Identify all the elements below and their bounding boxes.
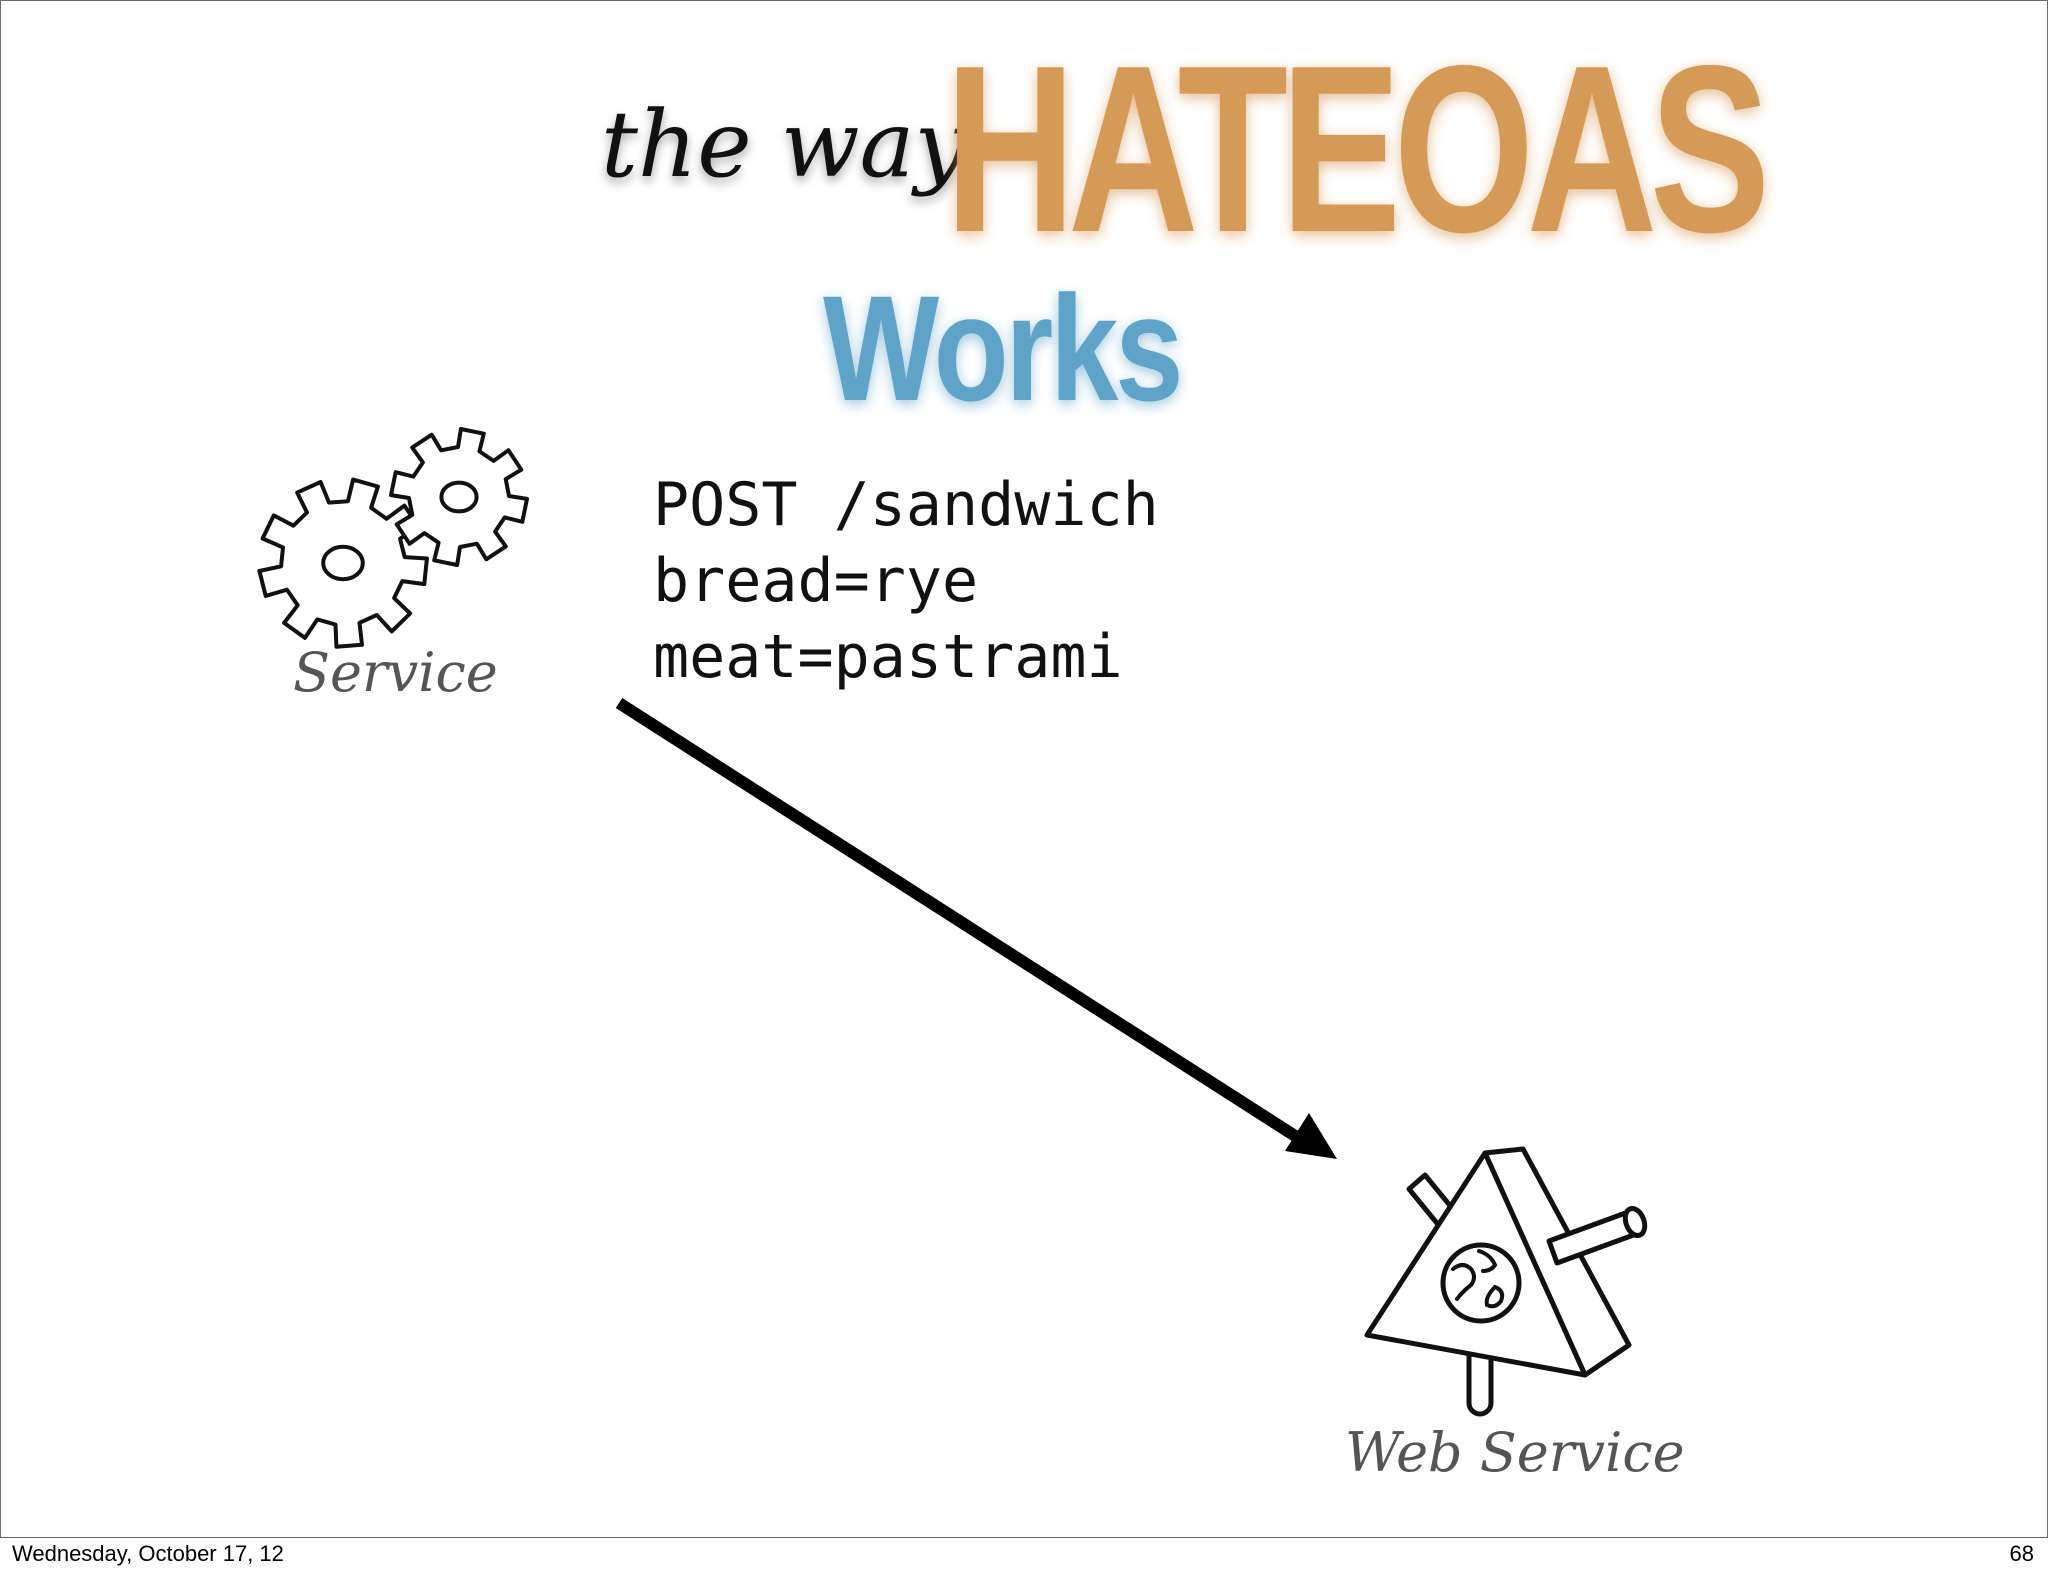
slide-title: HATEOAS — [945, 17, 1770, 282]
footer-date: Wednesday, October 17, 12 — [12, 1541, 284, 1566]
request-line: meat=pastrami — [653, 622, 1123, 692]
gears-icon — [257, 427, 529, 649]
service-label: Service — [293, 641, 498, 704]
slide: the way HATEOAS Works Service POST /sand… — [0, 0, 2048, 1538]
title-prefix: the way — [601, 91, 967, 198]
web-service-icon — [1364, 1146, 1648, 1417]
page-number: 68 — [2009, 1541, 2034, 1566]
web-service-label: Web Service — [1345, 1421, 1685, 1484]
request-arrow — [615, 697, 1337, 1159]
slide-subtitle: Works — [823, 264, 1184, 432]
request-line: POST /sandwich — [653, 470, 1159, 540]
request-body: POST /sandwich bread=rye meat=pastrami — [653, 467, 1159, 695]
request-line: bread=rye — [653, 546, 979, 616]
